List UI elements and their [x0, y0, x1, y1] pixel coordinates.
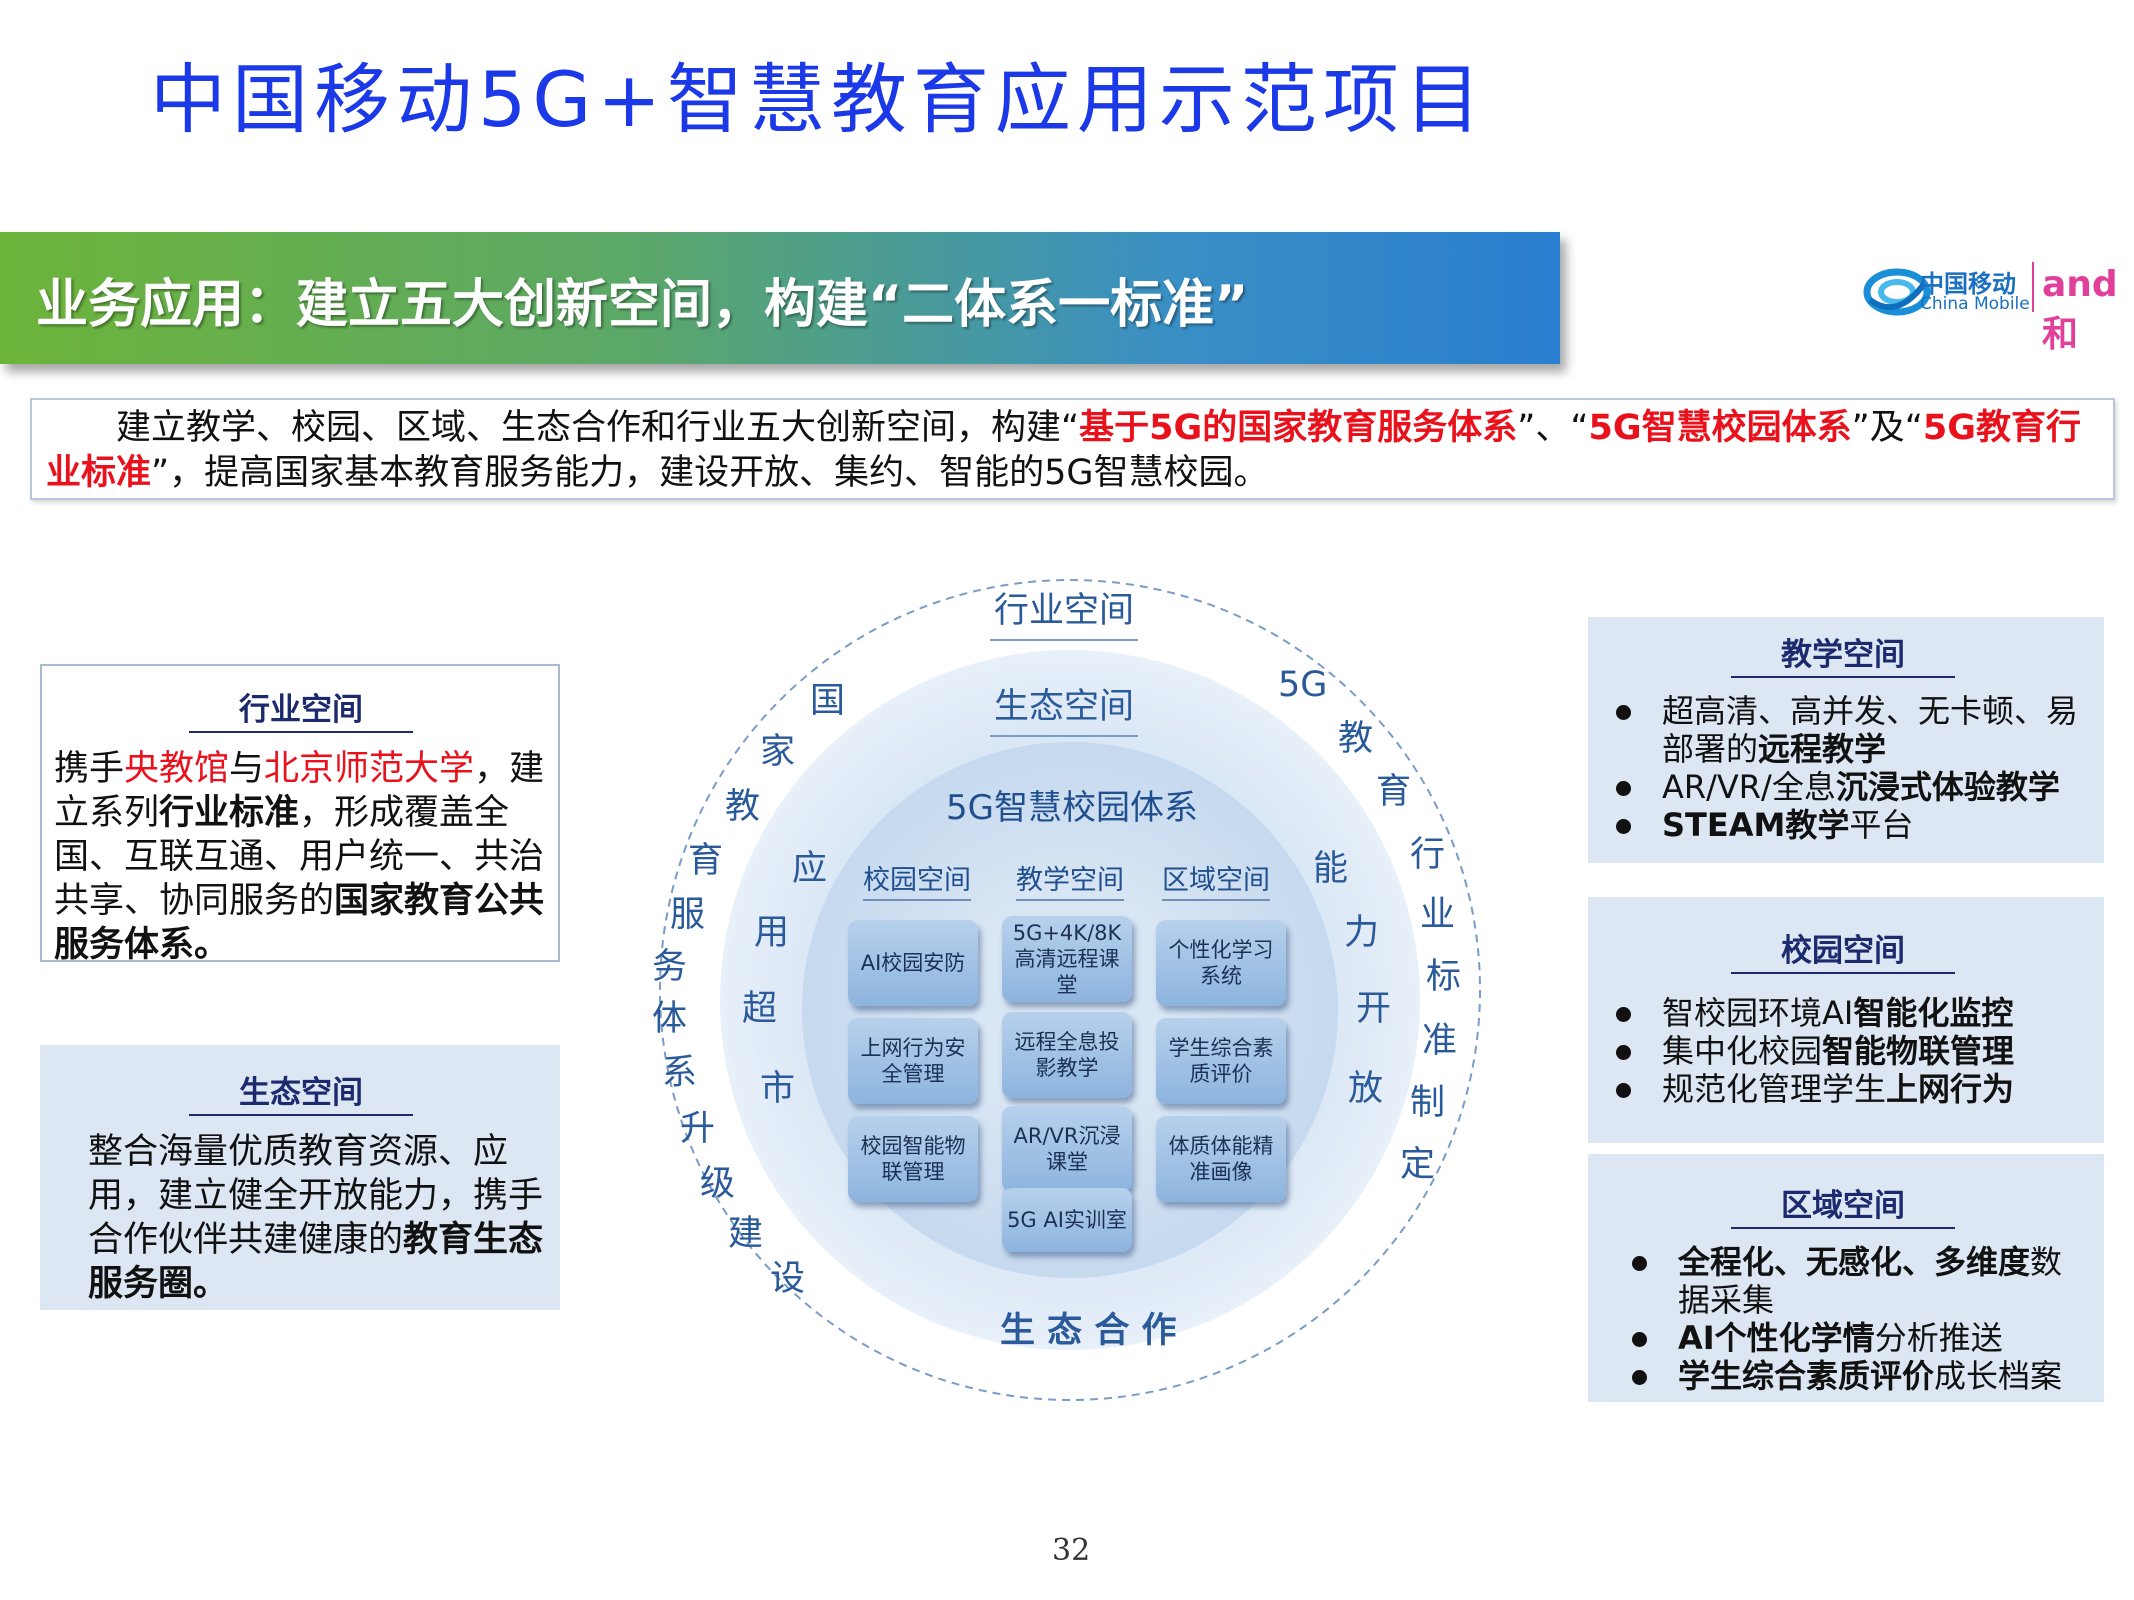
- industry-space-panel: 行业空间 携手央教馆与北京师范大学，建立系列行业标准，形成覆盖全国、互联互通、用…: [40, 664, 560, 965]
- five-spaces-diagram: 行业空间 生态空间 5G智慧校园体系 生 态 合 作 国 家 教 育 服 务 体…: [630, 560, 1510, 1420]
- page-title: 中国移动5G+智慧教育应用示范项目: [150, 55, 1487, 144]
- panel-title: 校园空间: [1731, 925, 1955, 974]
- arc-char: 业: [1420, 895, 1456, 935]
- arc-char: 用: [754, 913, 790, 953]
- list-item: 超高清、高并发、无卡顿、易部署的远程教学: [1606, 692, 2080, 768]
- bullet-list: 全程化、无感化、多维度数据采集 AI个性化学情分析推送 学生综合素质评价成长档案: [1606, 1243, 2080, 1395]
- arc-char: 定: [1400, 1145, 1436, 1185]
- list-item: 规范化管理学生上网行为: [1606, 1070, 2080, 1108]
- outer-ring-label: 行业空间: [990, 582, 1139, 641]
- list-item: 学生综合素质评价成长档案: [1622, 1357, 2080, 1395]
- tile-personalized-learning: 个性化学习系统: [1156, 920, 1286, 1006]
- panel-title: 行业空间: [189, 684, 413, 733]
- arc-char: 升: [680, 1109, 716, 1149]
- intro-statement: 建立教学、校园、区域、生态合作和行业五大创新空间，构建“基于5G的国家教育服务体…: [30, 398, 2115, 500]
- tile-student-evaluation: 学生综合素质评价: [1156, 1018, 1286, 1104]
- bullet-list: 超高清、高并发、无卡顿、易部署的远程教学 AR/VR/全息沉浸式体验教学 STE…: [1606, 692, 2080, 844]
- arc-char: 教: [1338, 719, 1374, 759]
- bullet-list: 智校园环境AI智能化监控 集中化校园智能物联管理 规范化管理学生上网行为: [1606, 994, 2080, 1108]
- core-ring-title: 5G智慧校园体系: [946, 788, 1198, 828]
- body-text: 与: [229, 749, 265, 789]
- body-text: ，建立系列: [54, 749, 545, 833]
- china-mobile-swirl-icon: [1863, 268, 1931, 316]
- bold-text: 教育生态服务圈。: [88, 1220, 544, 1304]
- arc-char: 能: [1313, 849, 1349, 889]
- highlight-text: 央教馆: [124, 749, 230, 789]
- tile-campus-iot: 校园智能物联管理: [848, 1116, 978, 1202]
- panel-title: 生态空间: [189, 1067, 413, 1116]
- arc-char: 超: [742, 989, 778, 1029]
- tile-ai-campus-security: AI校园安防: [848, 920, 978, 1006]
- highlight-text: 北京师范大学: [264, 749, 475, 789]
- logo-text-cn: 中国移动: [1920, 270, 2016, 298]
- arc-char: 制: [1410, 1083, 1446, 1123]
- ecosystem-space-panel: 生态空间 整合海量优质教育资源、应用，建立健全开放能力，携手合作伙伴共建健康的教…: [40, 1045, 560, 1310]
- arc-char: 务: [652, 947, 688, 987]
- tile-network-behavior: 上网行为安全管理: [848, 1018, 978, 1104]
- logo-divider: [2032, 262, 2034, 312]
- list-item: AR/VR/全息沉浸式体验教学: [1606, 768, 2080, 806]
- intro-emphasis: 5G教育行业标准: [46, 408, 2081, 493]
- campus-space-panel: 校园空间 智校园环境AI智能化监控 集中化校园智能物联管理 规范化管理学生上网行…: [1588, 897, 2104, 1143]
- bold-text: 国家教育公共服务体系。: [54, 881, 545, 965]
- body-text: 整合海量优质教育资源、应用，建立健全开放能力，携手合作伙伴共建健康的: [88, 1132, 544, 1260]
- column-title-teaching: 教学空间: [1016, 858, 1124, 901]
- intro-emphasis: 5G智慧校园体系: [1588, 408, 1852, 448]
- arc-char: 级: [700, 1164, 736, 1204]
- arc-char: 放: [1348, 1069, 1384, 1109]
- arc-char: 力: [1344, 913, 1380, 953]
- list-item: 智校园环境AI智能化监控: [1606, 994, 2080, 1032]
- list-item: AI个性化学情分析推送: [1622, 1319, 2080, 1357]
- arc-char: 设: [770, 1259, 806, 1299]
- arc-char: 家: [760, 732, 796, 772]
- tile-arvr-classroom: AR/VR沉浸课堂: [1002, 1106, 1132, 1192]
- arc-char: 体: [652, 999, 688, 1039]
- arc-char: 育: [1376, 772, 1412, 812]
- arc-char: 准: [1422, 1021, 1458, 1061]
- panel-body: 携手央教馆与北京师范大学，建立系列行业标准，形成覆盖全国、互联互通、用户统一、共…: [54, 747, 548, 967]
- tile-remote-classroom: 5G+4K/8K高清远程课堂: [1002, 916, 1132, 1002]
- bold-text: 行业标准: [159, 793, 300, 833]
- arc-char: 开: [1356, 989, 1392, 1029]
- tile-ai-training-room: 5G AI实训室: [1002, 1188, 1132, 1252]
- arc-char: 教: [725, 787, 761, 827]
- page-number: 32: [1052, 1533, 1091, 1568]
- arc-char: 标: [1426, 957, 1462, 997]
- arc-char: 市: [760, 1069, 796, 1109]
- tile-fitness-profile: 体质体能精准画像: [1156, 1116, 1286, 1202]
- arc-char: 行: [1410, 835, 1446, 875]
- column-title-campus: 校园空间: [863, 858, 971, 901]
- intro-text: ”及“: [1851, 408, 1923, 448]
- arc-char: 育: [688, 841, 724, 881]
- section-banner: [0, 232, 1560, 364]
- list-item: 全程化、无感化、多维度数据采集: [1622, 1243, 2080, 1319]
- list-item: STEAM教学平台: [1606, 806, 2080, 844]
- panel-title: 区域空间: [1731, 1180, 1955, 1229]
- column-title-region: 区域空间: [1162, 858, 1270, 901]
- china-mobile-logo: 中国移动 China Mobile and和: [1862, 258, 2122, 355]
- intro-text: ”，提高国家基本教育服务能力，建设开放、集约、智能的5G智慧校园。: [151, 453, 1269, 493]
- list-item: 集中化校园智能物联管理: [1606, 1032, 2080, 1070]
- tile-hologram-teaching: 远程全息投影教学: [1002, 1012, 1132, 1098]
- arc-char: 建: [728, 1214, 764, 1254]
- bottom-arc-label: 生 态 合 作: [1000, 1311, 1177, 1351]
- logo-text-en: China Mobile: [1920, 294, 2030, 314]
- panel-body: 整合海量优质教育资源、应用，建立健全开放能力，携手合作伙伴共建健康的教育生态服务…: [88, 1130, 550, 1306]
- arc-char: 系: [662, 1053, 698, 1093]
- intro-text: ”、“: [1517, 408, 1589, 448]
- arc-char: 国: [810, 681, 846, 721]
- intro-text: 建立教学、校园、区域、生态合作和行业五大创新空间，构建“: [116, 408, 1080, 448]
- arc-char: 服: [670, 895, 706, 935]
- teaching-space-panel: 教学空间 超高清、高并发、无卡顿、易部署的远程教学 AR/VR/全息沉浸式体验教…: [1588, 617, 2104, 863]
- region-space-panel: 区域空间 全程化、无感化、多维度数据采集 AI个性化学情分析推送 学生综合素质评…: [1588, 1154, 2104, 1402]
- arc-char: 应: [792, 849, 828, 889]
- body-text: 携手: [54, 749, 125, 789]
- body-text: ，形成覆盖全国、互联互通、用户统一、共治共享、协同服务的: [54, 793, 545, 921]
- arc-char: 5G: [1278, 665, 1328, 705]
- banner-heading: 业务应用：建立五大创新空间，构建“二体系一标准”: [36, 275, 1249, 335]
- middle-ring-label: 生态空间: [990, 678, 1139, 737]
- panel-title: 教学空间: [1731, 629, 1955, 678]
- intro-emphasis: 基于5G的国家教育服务体系: [1079, 408, 1518, 448]
- and-brand-logo: and和: [2042, 264, 2118, 355]
